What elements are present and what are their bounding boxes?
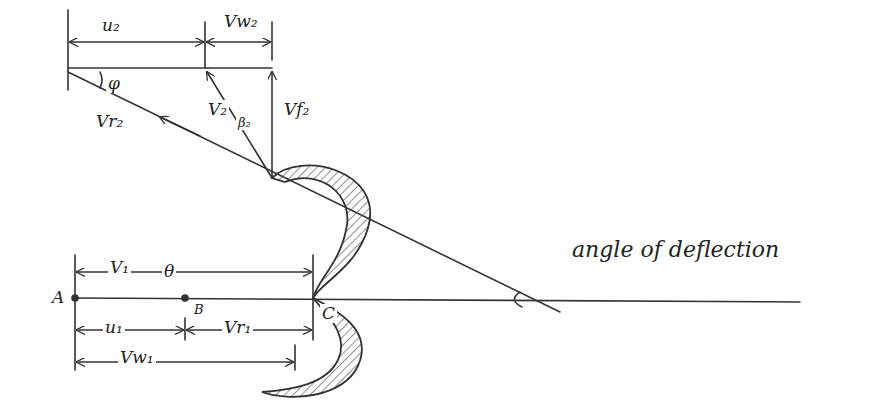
pelton-bucket: [262, 165, 370, 396]
velocity-label: u₂: [100, 16, 122, 35]
velocity-label: β₂: [236, 116, 253, 130]
velocity-label: φ: [106, 74, 122, 93]
velocity-label: V₂: [206, 100, 229, 119]
velocity-label: u₁: [103, 318, 125, 337]
velocity-label: Vf₂: [282, 100, 311, 119]
velocity-label: V₁: [108, 258, 131, 277]
velocity-label: Vr₂: [94, 112, 125, 131]
velocity-label: θ: [162, 262, 176, 281]
velocity-label: Vw₁: [118, 348, 156, 367]
velocity-label: B: [192, 303, 206, 317]
velocity-label: Vw₂: [222, 12, 260, 31]
velocity-label: C: [320, 304, 337, 323]
velocity-label: Vr₁: [222, 318, 253, 337]
annotation-text: angle of deflection: [570, 238, 781, 262]
velocity-label: A: [50, 288, 66, 307]
